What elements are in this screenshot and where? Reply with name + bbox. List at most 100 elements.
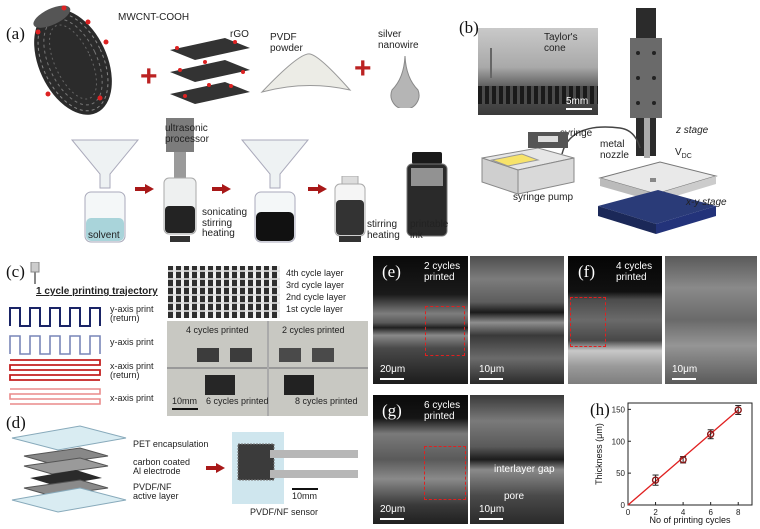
panel-label-a: (a)	[6, 24, 25, 43]
label-8-cycles: 8 cycles printed	[295, 396, 358, 406]
funnel-bottle-solvent	[70, 136, 140, 246]
label-taylor-cone: Taylor's cone	[544, 32, 578, 54]
sem-f-title: 4 cycles printed	[616, 261, 653, 283]
label-layer-3: 3rd cycle layer	[286, 280, 345, 290]
trajectory-y-print	[8, 334, 108, 356]
data-point	[706, 430, 715, 438]
label-xy-stage: x-y stage	[686, 197, 727, 208]
rgo-illustration	[165, 30, 255, 110]
trajectory-x-return	[8, 358, 108, 384]
label-x-print: x-axis print	[110, 393, 154, 403]
vdc-main: V	[675, 147, 682, 158]
plus-icon: +	[140, 60, 158, 93]
trajectory-y-return	[8, 306, 108, 328]
sensor-scale-label: 10mm	[292, 491, 318, 501]
panel-label-f: (f)	[578, 262, 595, 281]
mwcnt-illustration	[18, 2, 128, 122]
sem-g-gap-label: interlayer gap	[494, 464, 555, 475]
label-silver-nanowire: silver nanowire	[378, 29, 419, 51]
y-axis-label: Thickness (μm)	[594, 423, 604, 485]
label-y-print: y-axis print	[110, 337, 154, 347]
label-vdc: VDC	[675, 147, 692, 160]
plot-frame	[627, 402, 753, 506]
label-pvdf-powder: PVDF powder	[270, 32, 303, 54]
sem-e-zoom-scale-label: 10μm	[479, 364, 505, 375]
panel-label-c: (c)	[6, 262, 25, 281]
label-sensor: PVDF/NF sensor	[250, 507, 319, 517]
process-arrow-icon	[206, 463, 225, 473]
data-point	[679, 456, 687, 464]
label-layer-1: 1st cycle layer	[286, 304, 344, 314]
process-arrow-icon	[135, 184, 154, 194]
plus-icon: +	[354, 52, 372, 85]
z-stage	[628, 8, 668, 168]
sem-e-zoom-scale-bar	[479, 378, 503, 380]
sensor-top-view	[230, 430, 360, 506]
x-tick-label: 4	[681, 508, 686, 517]
label-syringe: syringe	[560, 128, 593, 139]
label-x-return: x-axis print (return)	[110, 361, 154, 381]
ultrasonic-processor	[160, 118, 200, 246]
label-z-stage: z stage	[676, 125, 709, 136]
sem-e-title: 2 cycles printed	[424, 261, 461, 283]
syringe-tube-line	[560, 118, 650, 158]
label-trajectory: 1 cycle printing trajectory	[36, 286, 158, 297]
panel-label-d: (d)	[6, 413, 26, 432]
label-y-return: y-axis print (return)	[110, 304, 154, 324]
label-sonicating-stirring-heating: sonicating stirring heating	[202, 207, 248, 239]
panel-label-g: (g)	[382, 401, 402, 420]
pvdf-powder-pile	[260, 50, 352, 95]
sem-e-scale-bar	[380, 378, 404, 380]
print-nozzle-icon	[30, 261, 40, 284]
printable-ink-bottle	[404, 152, 450, 238]
sensor-exploded-view	[10, 424, 130, 514]
samples-scale-bar	[172, 408, 198, 410]
sem-g-zoom-scale-bar	[479, 518, 503, 520]
y-tick-label: 100	[612, 437, 626, 446]
taylor-cone-photo	[478, 28, 598, 115]
layer-grid-illustration	[168, 266, 280, 318]
samples-scale-label: 10mm	[172, 396, 198, 406]
label-active-layer: PVDF/NF active layer	[133, 482, 179, 502]
data-point	[651, 476, 660, 484]
panel-label-b: (b)	[459, 18, 479, 37]
xy-stage	[590, 150, 720, 240]
sem-g-scale-bar	[380, 518, 404, 520]
label-syringe-pump: syringe pump	[513, 192, 574, 203]
funnel-bottle-dark	[240, 136, 310, 246]
x-tick-label: 0	[626, 508, 631, 517]
sem-e-scale-label: 20μm	[380, 364, 406, 375]
syringe-pump	[478, 128, 578, 196]
y-tick-label: 50	[616, 469, 625, 478]
label-mwcnt: MWCNT-COOH	[118, 12, 190, 23]
x-tick-label: 6	[708, 508, 713, 517]
taylor-photo-scale-bar	[566, 108, 592, 110]
bottle-stirring	[333, 175, 367, 244]
sem-g-zoom	[470, 395, 564, 524]
vdc-subscript: DC	[681, 153, 692, 160]
label-6-cycles: 6 cycles printed	[206, 396, 269, 406]
x-tick-label: 8	[736, 508, 741, 517]
label-solvent: solvent	[88, 230, 120, 241]
sem-e-zoom	[470, 256, 564, 384]
x-axis-label: No of printing cycles	[649, 515, 731, 525]
process-arrow-icon	[308, 184, 327, 194]
label-4-cycles: 4 cycles printed	[186, 325, 249, 335]
trajectory-x-print	[8, 387, 108, 409]
sem-f-zoom	[665, 256, 757, 384]
label-layer-4: 4th cycle layer	[286, 268, 344, 278]
sem-g-overview	[373, 395, 468, 524]
y-tick-label: 150	[612, 405, 626, 414]
label-pet: PET encapsulation	[133, 439, 209, 449]
silver-droplet	[388, 55, 422, 110]
sem-g-title: 6 cycles printed	[424, 400, 461, 422]
label-printable-ink: printable ink	[410, 219, 449, 241]
sem-e-zoom-box	[425, 306, 465, 356]
label-layer-2: 2nd cycle layer	[286, 292, 347, 302]
data-point	[734, 406, 742, 414]
sem-f-zoom-box	[570, 297, 606, 347]
sem-g-scale-label: 20μm	[380, 504, 406, 515]
panel-label-e: (e)	[382, 262, 401, 281]
label-2-cycles: 2 cycles printed	[282, 325, 345, 335]
